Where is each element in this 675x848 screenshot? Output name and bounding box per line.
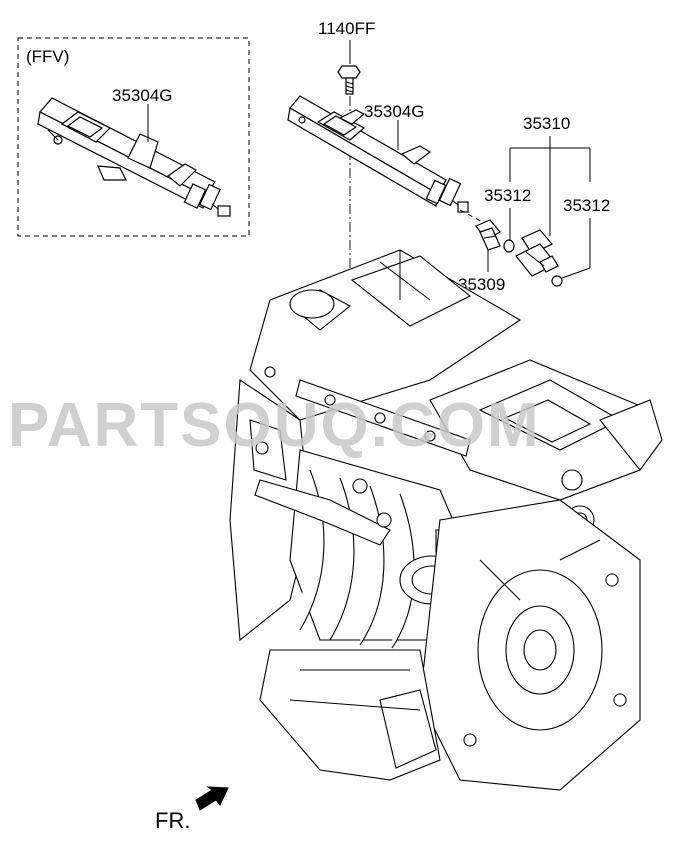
ffv-inset-border [17, 37, 250, 237]
forward-arrow-icon [195, 786, 229, 811]
label-bolt: 1140FF [318, 19, 375, 38]
bolt-part [337, 65, 361, 95]
ffv-label: (FFV) [26, 47, 69, 66]
pressure-sensor [475, 219, 501, 251]
label-sensor: 35309 [458, 275, 505, 294]
label-oring-left: 35312 [484, 186, 531, 205]
label-ffv-rail: 35304G [112, 86, 173, 105]
watermark: PARTSOUQ.COM [8, 391, 541, 460]
fuel-injector [515, 229, 559, 277]
oring-left [503, 239, 515, 253]
main-fuel-rail [287, 95, 469, 213]
oring-right-leader-end [561, 267, 591, 279]
ffv-inset: (FFV) 35304G [17, 37, 250, 237]
label-injector: 35310 [523, 114, 570, 133]
ffv-fuel-rail [37, 97, 231, 217]
label-oring-right: 35312 [563, 196, 610, 215]
oring-right [551, 275, 563, 287]
direction-label: FR. [155, 808, 190, 833]
label-main-rail: 35304G [364, 102, 425, 121]
engine-assembly [229, 249, 663, 791]
